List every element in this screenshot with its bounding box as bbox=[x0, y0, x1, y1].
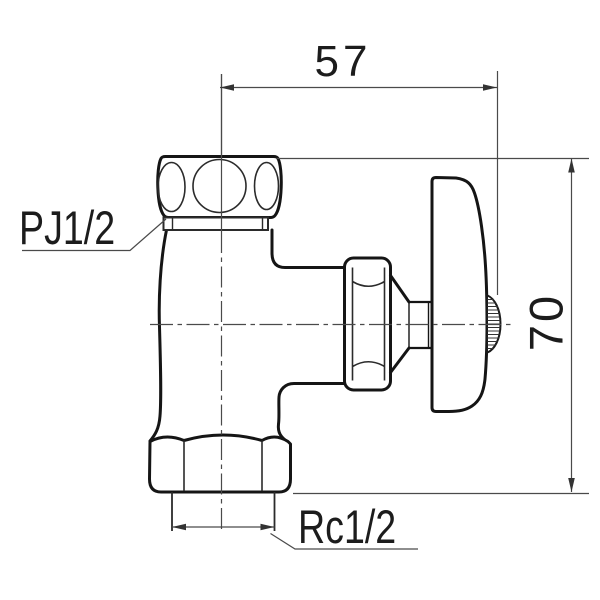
handle-knob bbox=[430, 176, 489, 413]
stem-taper bbox=[389, 274, 411, 374]
head-lobe-center bbox=[192, 158, 247, 214]
outlet-spigot bbox=[171, 492, 276, 531]
arrowhead-70-top bbox=[568, 158, 575, 173]
thread-band bbox=[162, 216, 269, 231]
arrowhead-rc-left bbox=[172, 523, 186, 531]
dimension-width-label: 57 bbox=[314, 37, 372, 86]
valve-body-left-edge bbox=[148, 228, 168, 443]
arrowhead-57-right bbox=[483, 84, 497, 91]
arrowhead-70-bottom bbox=[568, 478, 575, 492]
valve-arm-underside bbox=[276, 382, 346, 444]
thread-spec-top-label: PJ1/2 bbox=[19, 201, 116, 254]
leader-line-rc bbox=[270, 532, 418, 550]
thread-band-ticks bbox=[171, 217, 264, 230]
arrowhead-rc-right bbox=[260, 523, 275, 531]
outlet-hex-nut bbox=[148, 433, 292, 494]
arrowhead-57-left bbox=[220, 84, 234, 91]
knurl-hatching bbox=[487, 299, 501, 349]
head-lobe-right bbox=[253, 161, 280, 211]
leader-line-pj bbox=[22, 218, 167, 252]
thread-spec-bottom-label: Rc1/2 bbox=[298, 500, 397, 553]
outlet-hex-facets bbox=[183, 440, 263, 491]
valve-body-right-edge bbox=[270, 228, 346, 269]
head-lobe-left bbox=[157, 161, 186, 213]
dimension-height-label: 70 bbox=[519, 292, 573, 352]
